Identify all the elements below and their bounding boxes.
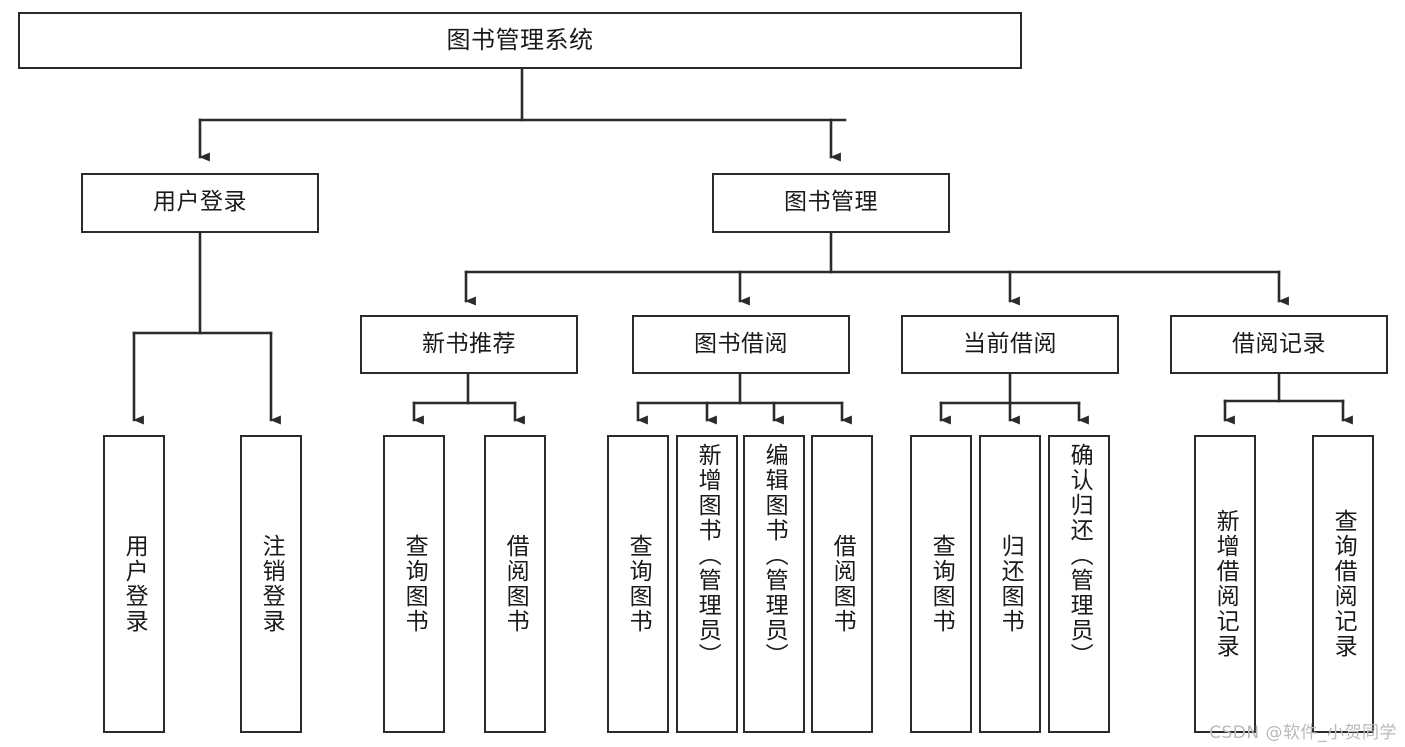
node-leaf-edit-book-admin[interactable]: 编辑图书（管理员） bbox=[743, 435, 805, 733]
node-current-borrow[interactable]: 当前借阅 bbox=[901, 315, 1119, 374]
node-borrow-record[interactable]: 借阅记录 bbox=[1170, 315, 1388, 374]
node-label: 图书借阅 bbox=[694, 330, 788, 357]
node-leaf-user-login[interactable]: 用户登录 bbox=[103, 435, 165, 733]
node-label: 新书推荐 bbox=[422, 330, 516, 357]
node-leaf-borrow-book-recommend[interactable]: 借阅图书 bbox=[484, 435, 546, 733]
node-leaf-add-book-admin[interactable]: 新增图书（管理员） bbox=[676, 435, 738, 733]
node-leaf-borrow-book-borrow[interactable]: 借阅图书 bbox=[811, 435, 873, 733]
node-leaf-query-book-current[interactable]: 查询图书 bbox=[910, 435, 972, 733]
node-label: 借阅图书 bbox=[502, 534, 529, 634]
node-leaf-logout-login[interactable]: 注销登录 bbox=[240, 435, 302, 733]
node-leaf-add-borrow-record[interactable]: 新增借阅记录 bbox=[1194, 435, 1256, 733]
node-leaf-return-book[interactable]: 归还图书 bbox=[979, 435, 1041, 733]
node-label: 新增图书（管理员） bbox=[694, 443, 721, 668]
node-label: 当前借阅 bbox=[963, 330, 1057, 357]
node-leaf-query-book-borrow[interactable]: 查询图书 bbox=[607, 435, 669, 733]
node-label: 查询图书 bbox=[625, 534, 652, 634]
node-label: 借阅记录 bbox=[1232, 330, 1326, 357]
node-book-management[interactable]: 图书管理 bbox=[712, 173, 950, 233]
node-label: 图书管理 bbox=[784, 189, 878, 216]
node-label: 确认归还（管理员） bbox=[1066, 443, 1093, 668]
node-label: 查询借阅记录 bbox=[1330, 509, 1357, 659]
node-label: 查询图书 bbox=[928, 534, 955, 634]
node-label: 查询图书 bbox=[401, 534, 428, 634]
node-leaf-query-borrow-record[interactable]: 查询借阅记录 bbox=[1312, 435, 1374, 733]
node-label: 新增借阅记录 bbox=[1212, 509, 1239, 659]
node-book-borrow[interactable]: 图书借阅 bbox=[632, 315, 850, 374]
node-label: 图书管理系统 bbox=[446, 26, 594, 55]
node-new-book-recommend[interactable]: 新书推荐 bbox=[360, 315, 578, 374]
node-label: 注销登录 bbox=[258, 534, 285, 634]
node-root-book-management-system[interactable]: 图书管理系统 bbox=[18, 12, 1022, 69]
csdn-watermark: CSDN @软件_小贺同学 bbox=[1209, 723, 1397, 743]
node-label: 用户登录 bbox=[121, 534, 148, 634]
node-user-login[interactable]: 用户登录 bbox=[81, 173, 319, 233]
node-leaf-confirm-return-admin[interactable]: 确认归还（管理员） bbox=[1048, 435, 1110, 733]
node-label: 借阅图书 bbox=[829, 534, 856, 634]
node-label: 归还图书 bbox=[997, 534, 1024, 634]
node-label: 编辑图书（管理员） bbox=[761, 443, 788, 668]
node-leaf-query-book-recommend[interactable]: 查询图书 bbox=[383, 435, 445, 733]
node-label: 用户登录 bbox=[153, 189, 247, 216]
